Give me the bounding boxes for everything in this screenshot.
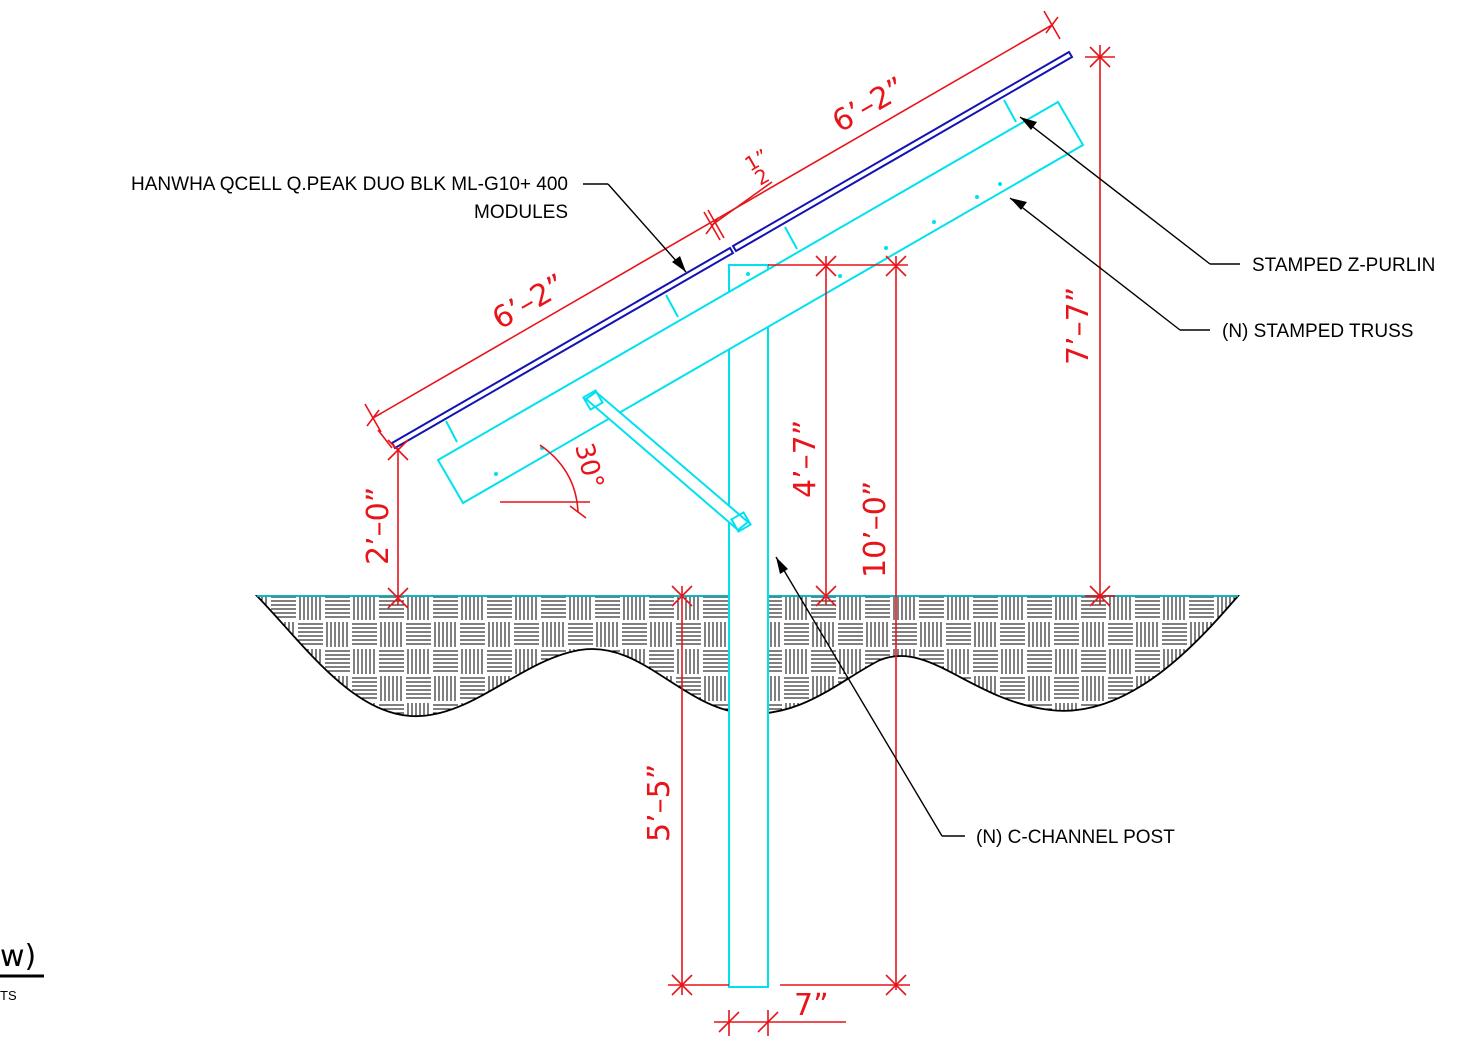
leader-lines bbox=[583, 116, 1240, 837]
dim-lower-module-length: 6’–2” bbox=[487, 267, 572, 336]
brace-end-plate-top bbox=[582, 389, 604, 411]
diagonal-brace bbox=[584, 390, 750, 532]
dim-post-total-length: 10’–0” bbox=[858, 481, 893, 578]
dim-module-gap-denominator: 2 bbox=[751, 163, 774, 190]
z-purlins bbox=[445, 99, 1017, 443]
label-c-channel-post: (N) C-CHANNEL POST bbox=[976, 827, 1175, 848]
dim-tilt-angle: 30° bbox=[568, 440, 609, 492]
pv-module-upper bbox=[731, 50, 1074, 253]
label-modules-line1: HANWHA QCELL Q.PEAK DUO BLK ML-G10+ 400 bbox=[131, 174, 568, 195]
dim-upper-module-length: 6’–2” bbox=[827, 70, 912, 139]
scale-fragment: TS bbox=[0, 988, 17, 1003]
dim-total-height: 7’–7” bbox=[1061, 287, 1096, 365]
label-stamped-truss: (N) STAMPED TRUSS bbox=[1222, 321, 1413, 342]
dim-embed-depth: 5’–5” bbox=[642, 764, 677, 842]
view-title-fragment: w) bbox=[0, 939, 36, 974]
label-modules-line2: MODULES bbox=[474, 202, 568, 223]
label-z-purlin: STAMPED Z-PURLIN bbox=[1252, 255, 1435, 276]
c-channel-post bbox=[728, 264, 769, 988]
dimension-lines bbox=[364, 10, 1115, 1036]
brace-end-plate-bottom bbox=[730, 511, 752, 533]
dim-post-above-grade: 4’–7” bbox=[788, 420, 823, 498]
leader-arrowheads bbox=[672, 117, 1037, 574]
dim-low-edge-height: 2’–0” bbox=[361, 487, 396, 565]
dim-post-offset: 7” bbox=[794, 988, 829, 1023]
